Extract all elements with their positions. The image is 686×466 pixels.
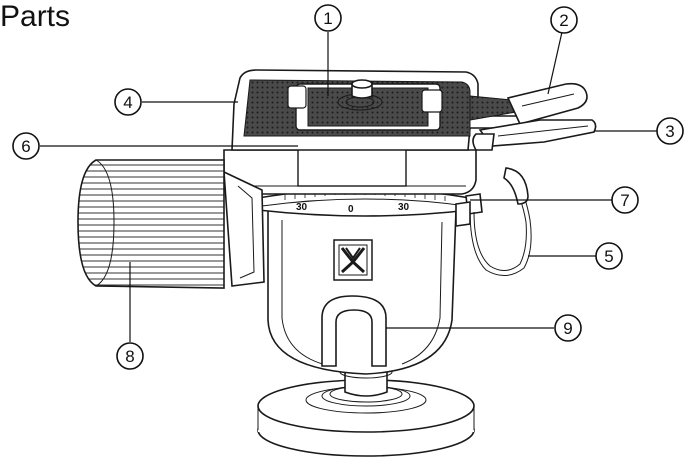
callout-3: 3 <box>656 117 684 145</box>
svg-text:1: 1 <box>323 9 332 28</box>
svg-text:5: 5 <box>604 247 613 266</box>
safety-lock-clamp <box>472 119 597 151</box>
brand-logo <box>333 239 373 281</box>
scale-label-center: 0 <box>348 204 354 215</box>
svg-text:2: 2 <box>559 11 568 30</box>
svg-text:8: 8 <box>125 347 134 366</box>
svg-text:7: 7 <box>620 191 629 210</box>
quick-release-lever <box>506 82 588 125</box>
camera-screw <box>351 79 373 99</box>
callout-9: 9 <box>554 314 582 342</box>
callout-4: 4 <box>114 88 142 116</box>
callout-7: 7 <box>611 186 639 214</box>
scale-label-right: 30 <box>398 202 410 213</box>
svg-text:4: 4 <box>123 93 132 112</box>
base-plate <box>257 379 475 457</box>
svg-text:3: 3 <box>665 122 674 141</box>
quick-release-plate <box>231 69 521 151</box>
callout-2: 2 <box>550 6 578 34</box>
scale-label-left: 30 <box>296 202 308 213</box>
panning-lock-loop <box>321 295 387 367</box>
svg-text:6: 6 <box>21 137 30 156</box>
diagram-title: Parts <box>0 0 70 33</box>
neck-stem <box>339 365 393 397</box>
callout-5: 5 <box>595 242 623 270</box>
tension-strap <box>455 167 532 276</box>
svg-text:9: 9 <box>563 319 572 338</box>
head-body <box>267 209 457 375</box>
leader-2 <box>547 31 563 95</box>
callout-1: 1 <box>314 4 342 32</box>
tilt-lock-knob <box>77 159 265 289</box>
callout-8: 8 <box>116 342 144 370</box>
callout-6: 6 <box>12 132 40 160</box>
leader-lines <box>40 31 658 342</box>
